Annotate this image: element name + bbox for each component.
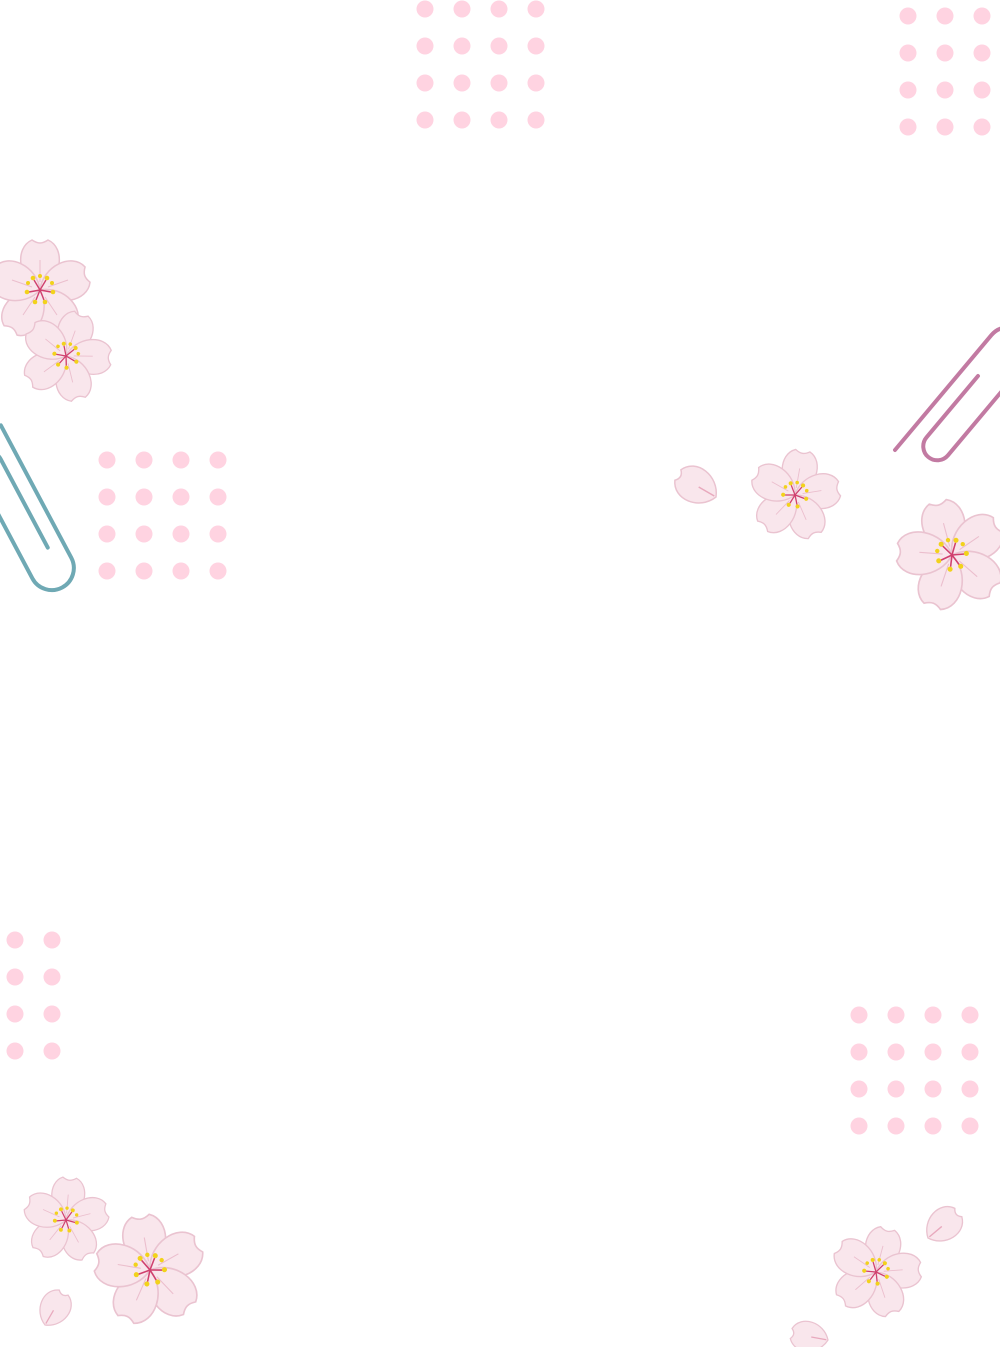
dot	[490, 0, 508, 18]
dot	[527, 37, 545, 55]
dot	[936, 44, 954, 62]
dot	[924, 1080, 942, 1098]
dot	[887, 1043, 905, 1061]
dot	[135, 525, 153, 543]
dot	[973, 81, 991, 99]
dot	[43, 1042, 61, 1060]
dot	[172, 488, 190, 506]
cherry-blossom-cluster-right	[668, 442, 1000, 625]
dot	[887, 1117, 905, 1135]
dot	[899, 118, 917, 136]
dot	[490, 37, 508, 55]
dot	[98, 488, 116, 506]
dot	[899, 7, 917, 25]
dot	[936, 81, 954, 99]
dot	[209, 525, 227, 543]
dot	[172, 562, 190, 580]
dot	[453, 37, 471, 55]
dot	[936, 118, 954, 136]
dot	[527, 111, 545, 129]
dot	[98, 451, 116, 469]
dot	[6, 1042, 24, 1060]
dot	[43, 931, 61, 949]
dot	[850, 1043, 868, 1061]
cherry-blossom-cluster-bottom-left	[17, 1174, 218, 1337]
dot	[899, 81, 917, 99]
dot	[527, 74, 545, 92]
paperclip-blue-icon	[0, 423, 76, 593]
dot	[43, 1005, 61, 1023]
cherry-blossom-cluster-top-left	[0, 240, 127, 416]
dot	[961, 1006, 979, 1024]
dot	[924, 1117, 942, 1135]
dot	[527, 0, 545, 18]
dot	[172, 525, 190, 543]
dot	[961, 1117, 979, 1135]
paperclip-pink-icon	[893, 325, 1000, 463]
dot	[887, 1006, 905, 1024]
dot	[973, 7, 991, 25]
dot	[490, 111, 508, 129]
dot	[6, 968, 24, 986]
dot	[209, 488, 227, 506]
dot	[209, 451, 227, 469]
dot	[453, 111, 471, 129]
dot	[850, 1006, 868, 1024]
dot	[850, 1080, 868, 1098]
dot	[924, 1006, 942, 1024]
dot	[416, 111, 434, 129]
dot	[172, 451, 190, 469]
dot	[416, 74, 434, 92]
dot	[850, 1117, 868, 1135]
dot	[416, 0, 434, 18]
dot	[135, 488, 153, 506]
dot	[209, 562, 227, 580]
dot-grids	[6, 0, 991, 1135]
dot	[6, 1005, 24, 1023]
dot	[6, 931, 24, 949]
dot	[973, 44, 991, 62]
dot	[135, 562, 153, 580]
dot	[98, 562, 116, 580]
dot	[961, 1080, 979, 1098]
dot	[490, 74, 508, 92]
cherry-blossom-cluster-bottom-right	[787, 1199, 970, 1347]
dot	[98, 525, 116, 543]
dot	[453, 74, 471, 92]
dot	[43, 968, 61, 986]
dot	[416, 37, 434, 55]
dot	[135, 451, 153, 469]
dot	[899, 44, 917, 62]
dot	[924, 1043, 942, 1061]
dot	[961, 1043, 979, 1061]
dot	[936, 7, 954, 25]
dot	[453, 0, 471, 18]
dot	[973, 118, 991, 136]
dot	[887, 1080, 905, 1098]
